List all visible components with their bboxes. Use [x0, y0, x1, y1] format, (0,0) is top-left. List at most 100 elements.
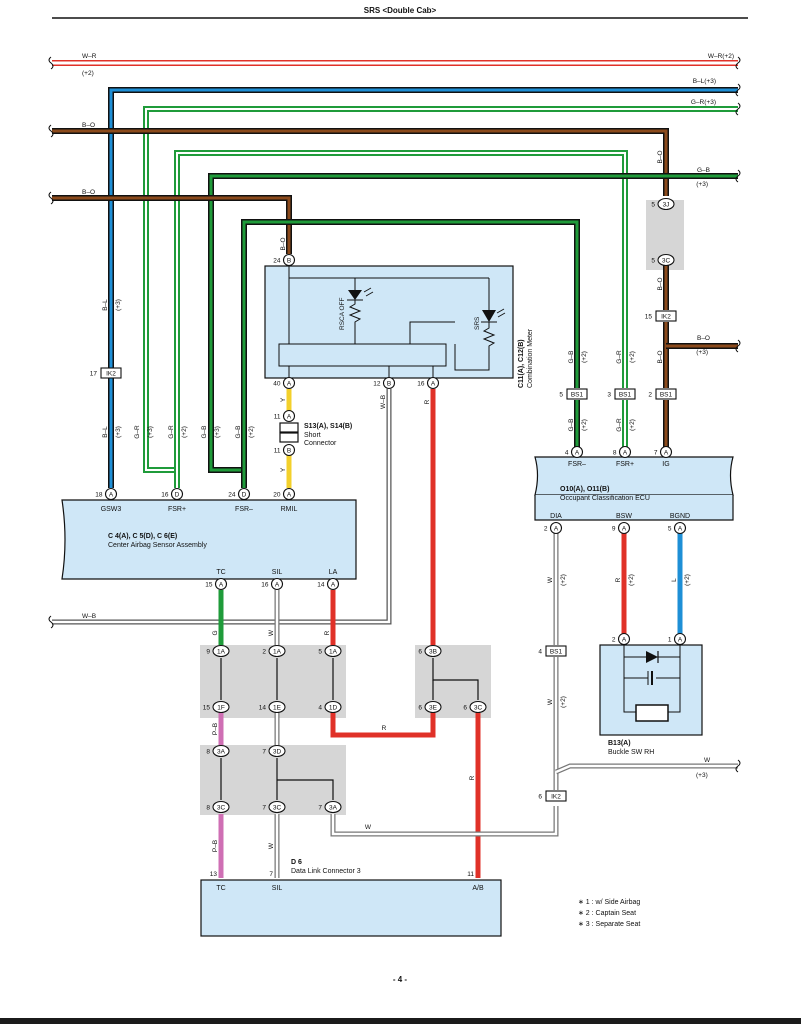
pin-code: A: [623, 449, 628, 456]
wire-label: G–R: [168, 425, 175, 439]
pin-number: 8: [206, 748, 210, 755]
pin-number: 7: [262, 804, 266, 811]
pin-o9: A9: [612, 521, 631, 535]
pin-c7: 3C7: [262, 800, 286, 814]
wire-break-marks: [48, 56, 741, 773]
ecu-terminal-fsr-minus: FSR–: [568, 461, 586, 468]
wire-label: G–R: [616, 418, 623, 432]
pin-b1: A1: [668, 632, 687, 646]
pin-number: 11: [274, 413, 281, 420]
pin-number: 16: [261, 581, 269, 588]
wire-label: G–R: [134, 425, 141, 439]
pin-a9: 1A 9: [206, 644, 230, 658]
ecu-terminal-dia: DIA: [550, 513, 562, 520]
pin-code: 1A: [217, 648, 226, 655]
srs-indicator-label: SRS: [474, 316, 481, 330]
pin-code: A: [287, 380, 292, 387]
pin-number: 4: [318, 704, 322, 711]
pin-number: 9: [612, 525, 616, 532]
pin-b12: B12: [373, 376, 396, 390]
footnote-3: ∗ 3 : Separate Seat: [578, 921, 640, 928]
pin-e6: 3E6: [418, 700, 442, 714]
pin-number: 14: [317, 581, 325, 588]
cab-terminal-la: LA: [329, 569, 338, 576]
wire-b-o-meter: [52, 195, 292, 254]
wire-label: W–R(+2): [708, 53, 734, 60]
pin-c6: 3C6: [463, 700, 487, 714]
pin-s11a: A 11: [274, 409, 296, 423]
pin-code: A: [219, 581, 224, 588]
wire-label: (+2): [629, 351, 636, 363]
center-airbag-sensor-assembly: GSW3 FSR+ FSR– RMIL C 4(A), C 5(D), C 6(…: [61, 499, 357, 580]
pin-number: 8: [613, 449, 617, 456]
dlc-terminal-ab: A/B: [472, 885, 484, 892]
pin-code: A: [331, 581, 336, 588]
wire-label: W–B: [380, 395, 387, 409]
wire-label: (+3): [696, 349, 708, 356]
wire-label: W: [268, 629, 275, 636]
ecu-id: O10(A), O11(B): [560, 486, 609, 493]
pin-code: 3C: [217, 804, 226, 811]
connector-code: BS1: [660, 392, 673, 399]
bottom-bar: [0, 1018, 801, 1024]
pin-c16b: A16: [261, 577, 284, 591]
pin-code: D: [175, 491, 180, 498]
page-title: SRS <Double Cab>: [364, 6, 437, 15]
pin-c20: A20: [273, 487, 296, 501]
dlc-pin-number: 13: [210, 871, 218, 878]
pin-c24: D24: [228, 487, 251, 501]
dlc-pin-number: 11: [467, 871, 474, 878]
pin-number: 12: [373, 380, 381, 387]
wire-label: (+2): [629, 419, 636, 431]
dlc-id: D 6: [291, 859, 302, 866]
pin-code: A: [554, 525, 559, 532]
pin-code: D: [242, 491, 247, 498]
wire-label: R: [424, 399, 431, 404]
ecu-terminal-bsw: BSW: [616, 513, 632, 520]
pin-number: 7: [318, 804, 322, 811]
pin-d4: 1D4: [318, 700, 342, 714]
wire-b-l: [108, 87, 738, 488]
dlc-terminal-sil: SIL: [272, 885, 283, 892]
pin-number: 2: [544, 525, 548, 532]
pin-number: 20: [273, 491, 281, 498]
pin-code: 3J: [663, 201, 670, 208]
data-link-connector-3: TC SIL A/B D 6 Data Link Connector 3: [200, 859, 502, 937]
pin-code: A: [678, 636, 683, 643]
pin-number: 5: [668, 525, 672, 532]
footnotes: ∗ 1 : w/ Side Airbag ∗ 2 : Captain Seat …: [578, 899, 640, 928]
wire-label: (+2): [684, 574, 691, 586]
short-connector-id: S13(A), S14(B): [304, 423, 352, 430]
short-connector-name-2: Connector: [304, 440, 337, 447]
pin-number: 8: [206, 804, 210, 811]
ecu-terminal-bgnd: BGND: [670, 513, 690, 520]
short-connector-name-1: Short: [304, 432, 321, 439]
pin-b6: 3B6: [418, 644, 442, 658]
pin-j5b: 3C5: [651, 253, 675, 267]
pin-a8: 3A8: [206, 744, 230, 758]
wire-label: G–B: [235, 425, 242, 438]
pin-code: B: [287, 257, 291, 264]
connector-code: BS1: [550, 649, 563, 656]
cab-terminal-fsr-plus: FSR+: [168, 506, 186, 513]
pin-number: 7: [654, 449, 658, 456]
wire-w-dia: [553, 533, 738, 790]
pin-code: 3E: [429, 704, 438, 711]
pin-a40: A40: [273, 376, 296, 390]
pin-a2: 1A2: [262, 644, 286, 658]
connector-pin-number: 4: [538, 649, 542, 656]
pin-code: A: [287, 413, 292, 420]
pin-number: 16: [161, 491, 169, 498]
wire-label: (+3): [696, 772, 708, 779]
wire-label: G–B: [697, 167, 710, 174]
pin-number: 9: [206, 648, 210, 655]
pin-number: 4: [565, 449, 569, 456]
connector-code: IK2: [106, 371, 116, 378]
cab-terminal-gsw3: GSW3: [101, 506, 122, 513]
connector-pin-number: 5: [559, 392, 563, 399]
